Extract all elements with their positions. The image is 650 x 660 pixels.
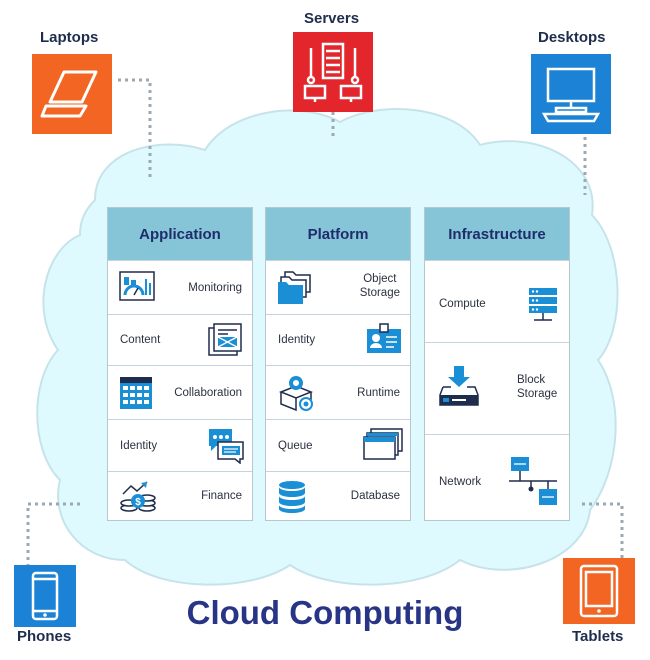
infrastructure-row-block-storage: Block Storage bbox=[425, 342, 569, 434]
application-row-label: Content bbox=[120, 334, 161, 346]
folders-icon bbox=[278, 271, 311, 304]
infrastructure-row-network: Network bbox=[425, 434, 569, 522]
application-header: Application bbox=[108, 208, 252, 260]
runtime-icon bbox=[278, 376, 314, 412]
laptop-tile bbox=[32, 54, 112, 134]
server-tile bbox=[293, 32, 373, 112]
application-row-label: Finance bbox=[201, 490, 242, 502]
desktop-icon bbox=[541, 67, 601, 123]
block-text: Block bbox=[517, 374, 546, 386]
desktops-label: Desktops bbox=[538, 29, 606, 46]
platform-row-label: Queue bbox=[278, 440, 313, 452]
infrastructure-row-label: Block Storage bbox=[517, 373, 557, 401]
laptops-label: Laptops bbox=[40, 29, 99, 46]
block-storage-text: Storage bbox=[517, 388, 558, 400]
servers-label: Servers bbox=[304, 10, 360, 27]
infrastructure-row-label: Network bbox=[439, 476, 482, 488]
page-title: Cloud Computing bbox=[186, 594, 464, 631]
svg-text:$: $ bbox=[135, 497, 141, 508]
phones-label: Phones bbox=[17, 628, 72, 645]
platform-row-queue: Queue bbox=[266, 419, 410, 471]
application-row-identity: Identity bbox=[108, 419, 252, 471]
network-icon bbox=[509, 457, 557, 505]
windows-stack-icon bbox=[363, 428, 403, 460]
content-icon bbox=[208, 323, 242, 356]
application-column: Application Monitoring Content bbox=[107, 207, 253, 521]
platform-row-database: Database bbox=[266, 471, 410, 522]
tablet-icon bbox=[579, 564, 619, 618]
platform-row-label: Identity bbox=[278, 334, 316, 346]
storage-drive-icon bbox=[439, 366, 479, 406]
application-row-monitoring: Monitoring bbox=[108, 260, 252, 314]
platform-row-label: Runtime bbox=[357, 387, 400, 399]
platform-row-runtime: Runtime bbox=[266, 365, 410, 419]
id-card-icon bbox=[367, 323, 401, 353]
tablet-tile bbox=[563, 558, 635, 624]
database-icon bbox=[279, 481, 305, 513]
calendar-icon bbox=[120, 377, 152, 409]
platform-header: Platform bbox=[266, 208, 410, 260]
application-row-label: Monitoring bbox=[188, 282, 242, 294]
application-row-content: Content bbox=[108, 314, 252, 365]
tablets-label: Tablets bbox=[572, 628, 624, 645]
application-row-collaboration: Collaboration bbox=[108, 365, 252, 419]
platform-row-object-storage: Object Storage bbox=[266, 260, 410, 314]
application-row-label: Identity bbox=[120, 440, 158, 452]
phone-tile bbox=[14, 565, 76, 627]
platform-row-label: Database bbox=[350, 490, 400, 502]
application-row-finance: $ Finance bbox=[108, 471, 252, 522]
server-rack-icon bbox=[529, 288, 557, 321]
laptop-icon bbox=[40, 70, 98, 118]
infrastructure-row-compute: Compute bbox=[425, 260, 569, 342]
server-icon bbox=[303, 42, 363, 102]
storage-text: Storage bbox=[359, 287, 400, 299]
platform-row-identity: Identity bbox=[266, 314, 410, 365]
chat-bubbles-icon bbox=[209, 429, 244, 464]
object-text: Object bbox=[363, 273, 397, 285]
infrastructure-column: Infrastructure Compute bbox=[424, 207, 570, 521]
desktop-tile bbox=[531, 54, 611, 134]
phone-icon bbox=[31, 571, 59, 621]
infrastructure-header: Infrastructure bbox=[425, 208, 569, 260]
finance-icon: $ bbox=[120, 481, 156, 512]
infrastructure-row-label: Compute bbox=[439, 298, 486, 310]
platform-row-label: Object Storage bbox=[360, 272, 400, 300]
application-row-label: Collaboration bbox=[174, 387, 242, 399]
platform-column: Platform Object Storage Identity bbox=[265, 207, 411, 521]
monitoring-icon bbox=[119, 271, 155, 301]
